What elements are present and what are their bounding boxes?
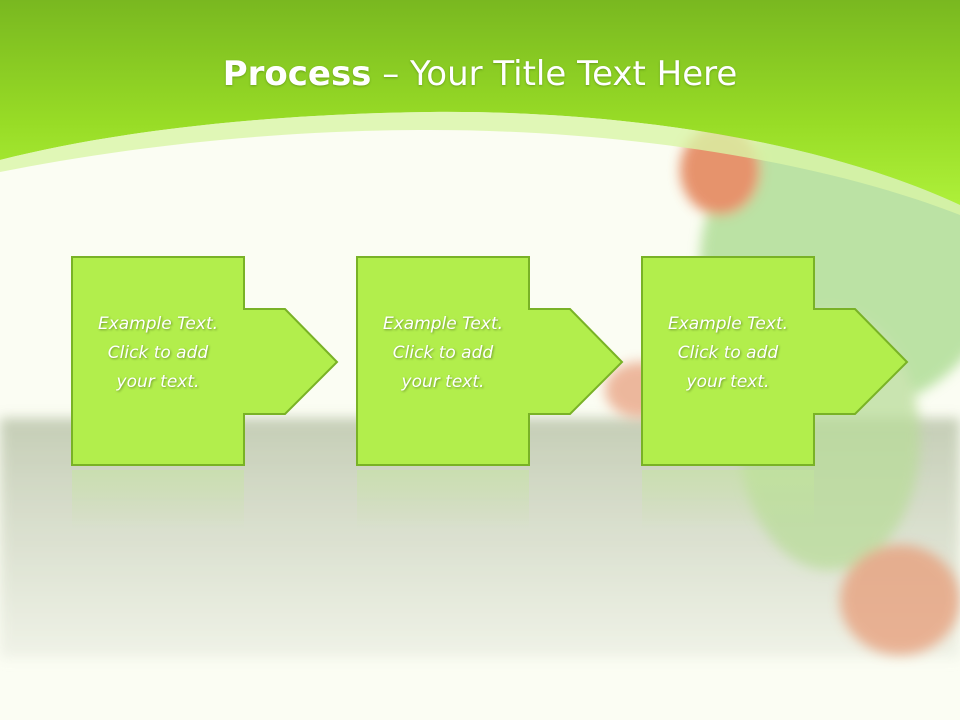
step-2-line2: Click to add: [392, 343, 494, 363]
process-step-1[interactable]: Example Text. Click to add your text.: [71, 256, 341, 468]
header-band: [0, 0, 960, 205]
step-1-arrow-shape: [71, 256, 339, 466]
process-step-3[interactable]: Example Text. Click to add your text.: [641, 256, 911, 468]
step-3-text[interactable]: Example Text. Click to add your text.: [641, 310, 815, 397]
step-3-arrow-shape: [641, 256, 909, 466]
step-2-arrow-shape: [356, 256, 624, 466]
title-bold: Process: [222, 54, 372, 94]
title-rest: – Your Title Text Here: [371, 54, 738, 94]
step-1-line3: your text.: [116, 372, 200, 392]
step-2-text[interactable]: Example Text. Click to add your text.: [356, 310, 530, 397]
step-3-line3: your text.: [686, 372, 770, 392]
slide-title[interactable]: Process – Your Title Text Here: [0, 52, 960, 96]
step-1-line1: Example Text.: [97, 314, 219, 334]
step-reflections: [72, 470, 814, 530]
step-3-line1: Example Text.: [667, 314, 789, 334]
step-2-line3: your text.: [401, 372, 485, 392]
step-3-line2: Click to add: [677, 343, 779, 363]
step-1-text[interactable]: Example Text. Click to add your text.: [71, 310, 245, 397]
step-1-line2: Click to add: [107, 343, 209, 363]
process-step-2[interactable]: Example Text. Click to add your text.: [356, 256, 626, 468]
header-swoosh: [0, 111, 960, 215]
step-2-line1: Example Text.: [382, 314, 504, 334]
